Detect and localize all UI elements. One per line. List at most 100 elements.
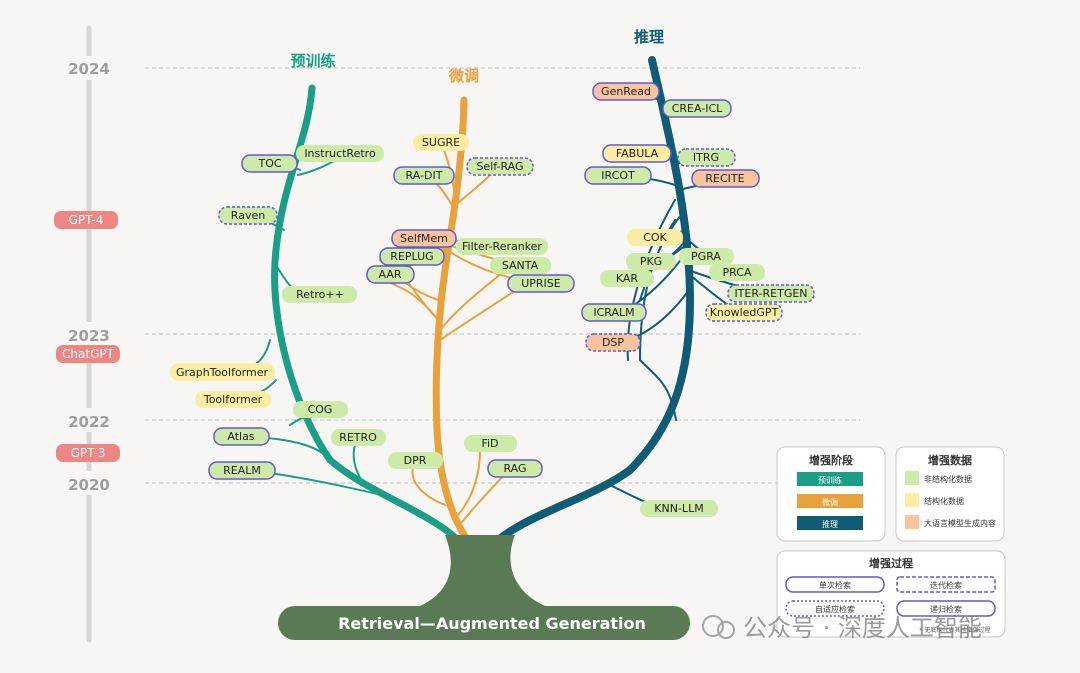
node-replug: REPLUG: [390, 250, 433, 263]
node-instructretro-pill: [296, 145, 384, 162]
root-base: [278, 606, 690, 640]
year-gridlines: [145, 67, 860, 484]
node-iterretgen: ITER-RETGEN: [734, 287, 807, 300]
node-retropp: Retro++: [296, 288, 344, 301]
node-cog: COG: [308, 403, 333, 416]
node-ircot-pill: [584, 166, 652, 185]
node-realm: REALM: [223, 464, 261, 477]
node-itrg-pill: [677, 148, 736, 167]
node-itrg: ITRG: [693, 151, 719, 164]
year-2022: 2022: [68, 413, 110, 431]
wechat-icon: [702, 615, 724, 637]
milestone-chatgpt-badge: [56, 345, 120, 363]
node-iterretgen-pill: [727, 284, 815, 303]
node-atlas-pill: [213, 427, 270, 446]
node-selfrag: Self-RAG: [476, 160, 523, 173]
milestone-gpt4-badge: [54, 211, 118, 229]
legend-stage-inference: 推理: [822, 519, 838, 529]
milestone-gpt3: GPT-3: [71, 446, 106, 460]
legend-data: 增强数据 非结构化数据 结构化数据 大语言模型生成内容: [895, 446, 1005, 542]
node-retro-pill: [331, 429, 386, 446]
node-replug-pill: [379, 247, 445, 266]
node-prca-pill: [709, 264, 765, 281]
node-sugre: SUGRE: [422, 136, 460, 149]
node-dpr-pill: [388, 452, 443, 469]
node-knowledgpt-pill: [705, 303, 783, 322]
node-cog-pill: [293, 401, 348, 418]
node-retro: RETRO: [339, 431, 377, 444]
milestone-chatgpt: ChatGPT: [62, 347, 115, 361]
node-knnllm: KNN-LLM: [654, 502, 703, 515]
branch-title-inference: 推理: [634, 28, 664, 46]
node-rag: RAG: [503, 462, 526, 475]
watermark-text: 公众号 · 深度人工智能: [743, 614, 982, 642]
legend-process-title: 增强过程: [869, 556, 913, 570]
node-pkg-pill: [626, 253, 676, 270]
legend-process-adaptive: 自适应检索: [815, 604, 855, 614]
branch-title-finetune: 微调: [448, 67, 479, 85]
legend-stage-title: 增强阶段: [809, 453, 853, 467]
node-toc-pill: [241, 154, 298, 173]
branch-title-pretrain: 预训练: [290, 52, 335, 70]
node-filterreranker-pill: [456, 238, 548, 255]
milestone-gpt4: GPT-4: [69, 213, 104, 227]
legend-data-title: 增强数据: [928, 453, 972, 467]
node-creaicl: CREA-ICL: [672, 102, 723, 115]
legend-stage-finetune: 微调: [822, 497, 838, 507]
node-raven-pill: [218, 206, 278, 225]
node-icralm-pill: [581, 303, 647, 322]
node-radit-pill: [393, 166, 455, 185]
node-fid-pill: [464, 435, 517, 452]
node-toc: TOC: [257, 157, 281, 170]
node-dsp-pill: [585, 333, 641, 352]
node-toolformer: Toolformer: [203, 393, 263, 406]
legend-data-structured: 结构化数据: [924, 496, 964, 506]
node-graphtoolformer-pill: [170, 363, 275, 381]
node-ircot: IRCOT: [601, 169, 635, 182]
node-fid: FiD: [481, 437, 498, 450]
node-pgra: PGRA: [691, 250, 721, 263]
node-toolformer-pill: [195, 391, 271, 408]
node-graphtoolformer: GraphToolformer: [176, 366, 269, 379]
node-cok: COK: [643, 231, 667, 244]
node-knnllm-pill: [640, 500, 718, 517]
node-selfmem: SelfMem: [400, 232, 448, 245]
node-selfrag-pill: [466, 157, 534, 176]
legend-stage-pretrain: 预训练: [818, 475, 842, 485]
node-creaicl-pill: [662, 99, 732, 118]
node-recite-pill: [691, 169, 760, 188]
node-sugre-pill: [413, 134, 469, 151]
node-knowledgpt: KnowledGPT: [710, 306, 779, 319]
node-rag-pill: [487, 459, 543, 478]
node-uprise: UPRISE: [521, 277, 561, 290]
node-instructretro: InstructRetro: [304, 147, 376, 160]
node-pgra-pill: [679, 248, 734, 265]
legend-process-iterative: 迭代检索: [930, 580, 962, 590]
node-fabula-pill: [602, 144, 672, 163]
node-uprise-pill: [507, 274, 575, 293]
year-2023: 2023: [68, 327, 110, 345]
trunk: [420, 535, 545, 606]
node-dsp: DSP: [602, 336, 624, 349]
node-cok-pill: [627, 229, 683, 246]
node-santa: SANTA: [502, 259, 539, 272]
milestone-gpt3-badge: [56, 444, 120, 462]
node-pkg: PKG: [640, 255, 662, 268]
node-santa-pill: [490, 257, 551, 274]
year-2020: 2020: [68, 476, 110, 494]
node-aar-pill: [366, 265, 415, 284]
node-retropp-pill: [282, 286, 357, 303]
node-genread: GenRead: [601, 85, 651, 98]
node-selfmem-pill: [391, 229, 457, 248]
watermark: 公众号 · 深度人工智能: [702, 614, 982, 642]
node-atlas: Atlas: [227, 430, 254, 443]
node-raven: Raven: [231, 209, 265, 222]
legend-data-llm: 大语言模型生成内容: [924, 518, 996, 528]
legend-process-single: 单次检索: [819, 580, 851, 590]
legend-data-unstructured: 非结构化数据: [924, 474, 972, 484]
legend-process-recursive: 递归检索: [930, 604, 962, 614]
node-kar: KAR: [616, 272, 639, 285]
node-fabula: FABULA: [616, 147, 659, 160]
node-kar-pill: [600, 270, 654, 287]
